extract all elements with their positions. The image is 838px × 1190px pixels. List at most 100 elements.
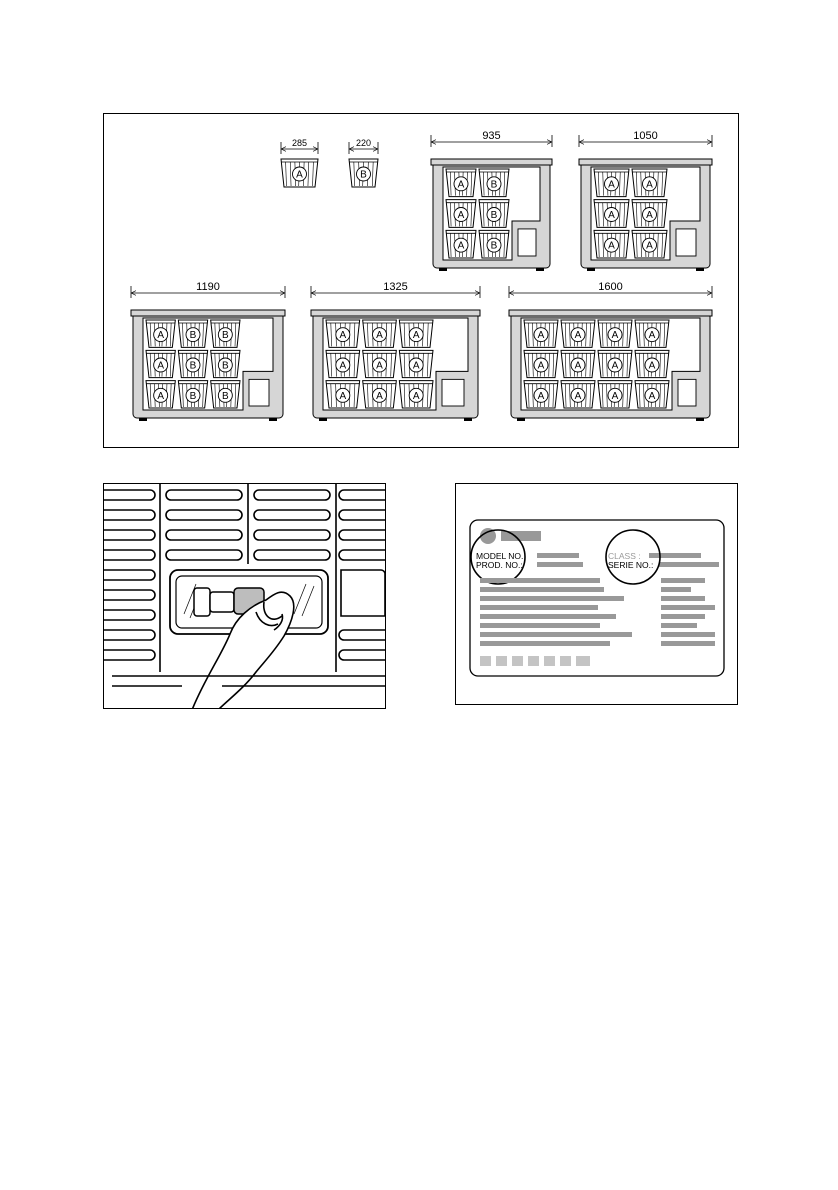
basket-label: B: [491, 179, 498, 190]
basket-b: B: [178, 381, 207, 408]
class-value: [649, 553, 701, 558]
basket-a: A: [146, 350, 175, 377]
basket-label: A: [612, 391, 619, 402]
basket-label: A: [157, 361, 164, 372]
basket-label: A: [296, 170, 303, 181]
basket-label: B: [222, 361, 229, 372]
model-number-value: [537, 553, 579, 558]
basket-label: A: [646, 179, 653, 190]
basket-a: A: [446, 169, 476, 197]
basket-a: A: [326, 350, 360, 377]
basket-b: B: [178, 350, 207, 377]
basket-a: A: [446, 230, 476, 258]
freezer-width-label: 1050: [633, 130, 657, 142]
freezer-width-label: 1325: [383, 281, 407, 293]
basket-label: B: [190, 391, 197, 402]
basket-b: B: [211, 381, 240, 408]
basket-a: A: [363, 350, 397, 377]
basket-label: A: [538, 330, 545, 341]
basket-a: A: [594, 200, 629, 228]
basket-a: A: [281, 159, 318, 187]
basket-b: B: [211, 350, 240, 377]
basket-a: A: [598, 320, 632, 347]
compressor-box: [678, 379, 696, 406]
basket-a: A: [399, 320, 433, 347]
basket-b: B: [479, 230, 509, 258]
compressor-box: [676, 229, 696, 256]
basket-label: A: [376, 330, 383, 341]
basket-label: A: [612, 361, 619, 372]
basket-a: A: [146, 320, 175, 347]
basket-a: A: [561, 350, 595, 377]
basket-label: A: [376, 391, 383, 402]
basket-label: B: [222, 330, 229, 341]
compressor-box: [442, 379, 464, 406]
basket-label: A: [458, 210, 465, 221]
basket-a: A: [524, 320, 558, 347]
basket-label: A: [413, 391, 420, 402]
basket-label: B: [190, 330, 197, 341]
basket-a: A: [524, 350, 558, 377]
basket-a: A: [524, 381, 558, 408]
basket-b: B: [479, 169, 509, 197]
basket-a: A: [326, 381, 360, 408]
basket-b: B: [479, 200, 509, 228]
basket-a: A: [635, 381, 669, 408]
basket-label: B: [491, 241, 498, 252]
basket-label: A: [608, 210, 615, 221]
basket-a: A: [594, 230, 629, 258]
basket-label: A: [608, 179, 615, 190]
basket-a: A: [446, 200, 476, 228]
basket-label: A: [157, 330, 164, 341]
basket-a-width-label: 285: [292, 138, 307, 148]
basket-label: B: [190, 361, 197, 372]
basket-label: A: [458, 241, 465, 252]
basket-label: A: [376, 361, 383, 372]
basket-a: A: [598, 381, 632, 408]
basket-a: A: [632, 169, 667, 197]
freezer-width-label: 1600: [598, 281, 622, 293]
drain-plug-figure: [103, 483, 386, 709]
basket-b: B: [211, 320, 240, 347]
basket-a: A: [561, 381, 595, 408]
basket-label: A: [339, 361, 346, 372]
basket-a: A: [598, 350, 632, 377]
basket-label: A: [339, 330, 346, 341]
compressor-box: [249, 379, 269, 406]
basket-a: A: [146, 381, 175, 408]
basket-label: A: [339, 391, 346, 402]
basket-b-width-label: 220: [356, 138, 371, 148]
basket-a: A: [635, 320, 669, 347]
freezer-width-label: 1190: [196, 281, 220, 293]
basket-b: B: [178, 320, 207, 347]
basket-label: A: [649, 361, 656, 372]
drain-plug-drawing: [104, 484, 386, 709]
basket-label: A: [413, 330, 420, 341]
basket-a: A: [363, 381, 397, 408]
basket-label: A: [649, 391, 656, 402]
basket-a: A: [363, 320, 397, 347]
basket-label: A: [413, 361, 420, 372]
prod-number-value: [537, 562, 583, 567]
basket-label: A: [538, 361, 545, 372]
basket-label: A: [458, 179, 465, 190]
basket-label: A: [649, 330, 656, 341]
basket-label: A: [575, 361, 582, 372]
basket-a: A: [632, 200, 667, 228]
basket-label: B: [491, 210, 498, 221]
basket-label: A: [157, 391, 164, 402]
basket-a: A: [326, 320, 360, 347]
basket-label: B: [222, 391, 229, 402]
basket-label: A: [575, 330, 582, 341]
rating-plate-figure: MODEL NO. PROD. NO.: CLASS : SERIE NO.:: [455, 483, 738, 705]
basket-b: B: [349, 159, 378, 187]
basket-label: A: [575, 391, 582, 402]
